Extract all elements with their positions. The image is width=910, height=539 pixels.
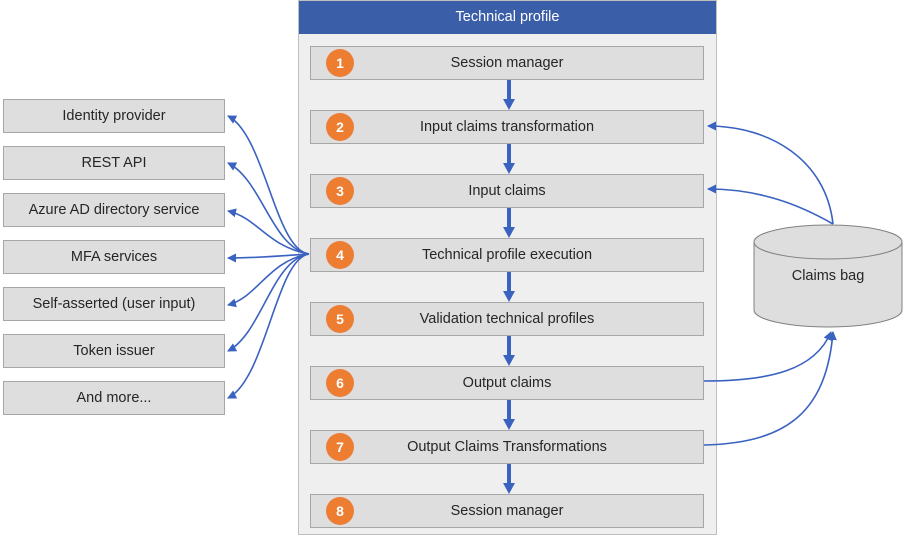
source-systems-list: Identity provider REST API Azure AD dire… xyxy=(3,99,225,415)
source-box-self-asserted[interactable]: Self-asserted (user input) xyxy=(3,287,225,321)
step-number-badge: 5 xyxy=(326,305,354,333)
source-box-azure-ad-directory-service[interactable]: Azure AD directory service xyxy=(3,193,225,227)
step-box-output-claims[interactable]: Output claims xyxy=(310,366,704,400)
connector-execution-to-token-issuer xyxy=(227,253,310,352)
step-box-session-manager-1[interactable]: Session manager xyxy=(310,46,704,80)
step-row-3: Input claims 3 xyxy=(310,174,704,238)
step-label: Session manager xyxy=(450,54,564,71)
step-row-4: Technical profile execution 4 xyxy=(310,238,704,302)
source-label: And more... xyxy=(76,389,152,406)
connector-execution-to-self-asserted xyxy=(227,253,310,308)
source-label: MFA services xyxy=(70,248,158,265)
step-row-1: Session manager 1 xyxy=(310,46,704,110)
step-number-badge: 7 xyxy=(326,433,354,461)
step-number-badge: 8 xyxy=(326,497,354,525)
step-box-validation-technical-profiles[interactable]: Validation technical profiles xyxy=(310,302,704,336)
step-label: Validation technical profiles xyxy=(419,310,595,327)
step-number-badge: 6 xyxy=(326,369,354,397)
cylinder-shape-icon xyxy=(753,224,903,328)
source-box-rest-api[interactable]: REST API xyxy=(3,146,225,180)
flow-arrow-down-icon xyxy=(503,400,515,430)
step-label: Session manager xyxy=(450,502,564,519)
step-box-output-claims-transformations[interactable]: Output Claims Transformations xyxy=(310,430,704,464)
step-row-2: Input claims transformation 2 xyxy=(310,110,704,174)
step-label: Input claims xyxy=(468,182,546,199)
flow-arrow-down-icon xyxy=(503,272,515,302)
step-box-session-manager-8[interactable]: Session manager xyxy=(310,494,704,528)
step-label: Output claims xyxy=(462,374,552,391)
step-number-badge: 4 xyxy=(326,241,354,269)
step-row-6: Output claims 6 xyxy=(310,366,704,430)
flow-arrow-down-icon xyxy=(503,336,515,366)
step-number-badge: 1 xyxy=(326,49,354,77)
source-label: Token issuer xyxy=(73,342,155,359)
step-box-input-claims[interactable]: Input claims xyxy=(310,174,704,208)
flow-arrow-down-icon xyxy=(503,80,515,110)
step-number-badge: 3 xyxy=(326,177,354,205)
page-title: Technical profile xyxy=(455,9,560,26)
flow-arrow-down-icon xyxy=(503,464,515,494)
source-box-identity-provider[interactable]: Identity provider xyxy=(3,99,225,133)
technical-profile-container: Technical profile Session manager 1 Inpu… xyxy=(298,0,717,535)
connector-execution-to-azure-ad xyxy=(227,208,310,255)
steps-list: Session manager 1 Input claims transform… xyxy=(310,46,704,528)
step-number-badge: 2 xyxy=(326,113,354,141)
connector-output-claims-to-claims-bag xyxy=(703,331,833,382)
step-label: Technical profile execution xyxy=(421,246,593,263)
step-row-7: Output Claims Transformations 7 xyxy=(310,430,704,494)
source-label: Self-asserted (user input) xyxy=(32,295,196,312)
source-box-mfa-services[interactable]: MFA services xyxy=(3,240,225,274)
connector-execution-to-and-more xyxy=(227,253,310,399)
step-label: Input claims transformation xyxy=(419,118,595,135)
flow-arrow-down-icon xyxy=(503,208,515,238)
step-row-8: Session manager 8 xyxy=(310,494,704,528)
connector-execution-to-rest-api xyxy=(227,162,310,255)
source-box-token-issuer[interactable]: Token issuer xyxy=(3,334,225,368)
source-box-and-more[interactable]: And more... xyxy=(3,381,225,415)
source-label: Azure AD directory service xyxy=(28,201,200,218)
source-label: Identity provider xyxy=(62,107,166,124)
step-box-technical-profile-execution[interactable]: Technical profile execution xyxy=(310,238,704,272)
connector-output-claims-transformations-to-claims-bag xyxy=(703,331,837,446)
step-box-input-claims-transformation[interactable]: Input claims transformation xyxy=(310,110,704,144)
claims-bag-cylinder[interactable]: Claims bag xyxy=(753,224,903,328)
technical-profile-header: Technical profile xyxy=(299,1,716,34)
step-label: Output Claims Transformations xyxy=(407,438,607,455)
connector-execution-to-mfa-services xyxy=(227,253,310,263)
claims-bag-label: Claims bag xyxy=(791,267,865,284)
connector-execution-to-identity-provider xyxy=(227,115,310,255)
connector-claims-bag-to-input-claims-transformation xyxy=(707,121,834,225)
source-label: REST API xyxy=(81,154,147,171)
flow-arrow-down-icon xyxy=(503,144,515,174)
connector-claims-bag-to-input-claims xyxy=(707,184,834,225)
step-row-5: Validation technical profiles 5 xyxy=(310,302,704,366)
